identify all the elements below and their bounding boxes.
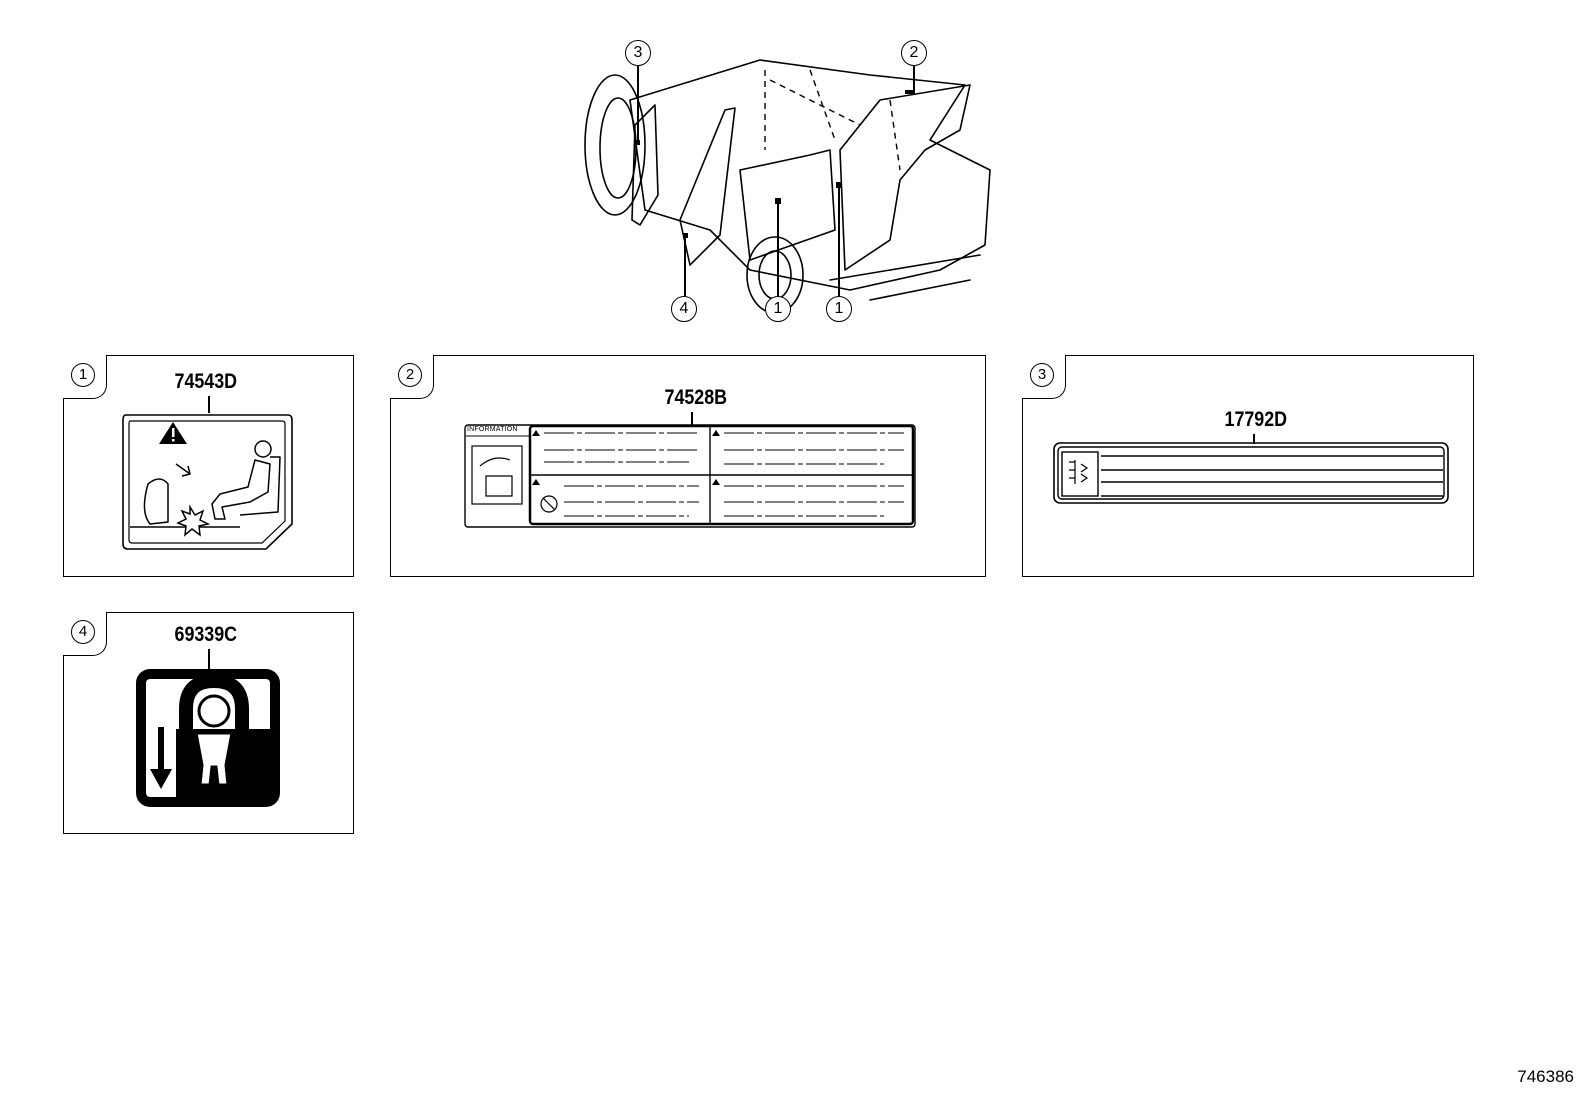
callout-2: 2 [901, 40, 927, 66]
leader-line [637, 65, 639, 143]
leader-line [1253, 434, 1255, 444]
leader-line [838, 185, 840, 296]
label-header: INFORMATION [467, 426, 518, 433]
information-label [464, 424, 916, 528]
panel-1: 1 74543D [63, 355, 354, 577]
leader-line [208, 649, 210, 669]
part-number: 74543D [174, 370, 238, 393]
filter-label [1053, 442, 1449, 504]
callout-3: 3 [625, 40, 651, 66]
panel-index: 4 [71, 620, 95, 644]
callout-1-right: 1 [826, 296, 852, 322]
leader-line [777, 201, 779, 296]
panel-index-tab: 3 [1022, 355, 1066, 399]
leader-line [208, 396, 210, 413]
callout-1-left: 1 [765, 296, 791, 322]
part-number: 74528B [664, 386, 728, 409]
seat-warning-label [122, 414, 293, 550]
vehicle-drawing [584, 59, 991, 314]
impact-burst-icon [176, 504, 211, 537]
panel-index-tab: 1 [63, 355, 107, 399]
part-number: 17792D [1224, 408, 1288, 431]
child-icon [194, 694, 234, 787]
panel-4: 4 69339C [63, 612, 354, 834]
panel-index-tab: 4 [63, 612, 107, 656]
down-arrow-icon [158, 727, 164, 777]
leader-line [913, 65, 915, 92]
diagram-id: 746386 [1517, 1067, 1574, 1086]
panel-index: 2 [398, 363, 422, 387]
vehicle-overview: 3 2 4 1 1 [570, 30, 1000, 330]
part-number: 69339C [174, 623, 238, 646]
leader-line [691, 412, 693, 426]
panel-index: 1 [71, 363, 95, 387]
panel-index-tab: 2 [390, 355, 434, 399]
callout-4: 4 [671, 296, 697, 322]
child-lock-label [136, 669, 280, 807]
panel-3: 3 17792D [1022, 355, 1474, 577]
leader-line [684, 236, 686, 296]
panel-2: 2 74528B [390, 355, 986, 577]
panel-index: 3 [1030, 363, 1054, 387]
